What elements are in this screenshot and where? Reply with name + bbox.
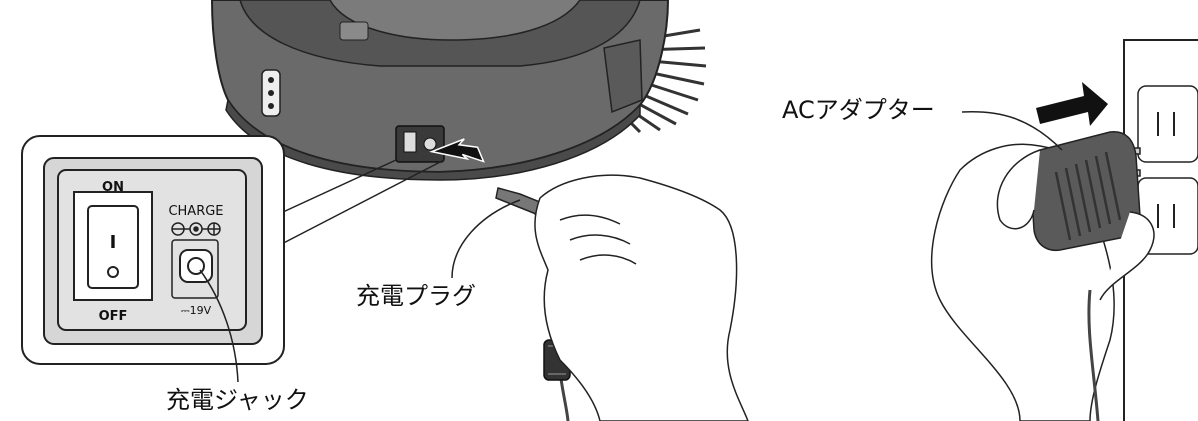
hand-with-plug xyxy=(496,175,748,421)
insert-arrow-icon xyxy=(1036,82,1108,126)
hand-with-adapter xyxy=(932,132,1154,421)
ac-adapter-label: ACアダプター xyxy=(782,98,935,122)
charge-plug-label: 充電プラグ xyxy=(356,284,476,308)
switch-on-label: ON xyxy=(102,180,124,195)
charge-jack-label: 充電ジャック xyxy=(166,388,309,412)
charge-jack-port xyxy=(172,240,218,298)
charge-label: CHARGE xyxy=(168,204,223,219)
switch-mark-label: I xyxy=(110,232,117,253)
magnified-switch-panel xyxy=(22,136,284,364)
robot-cleaner xyxy=(212,0,706,180)
voltage-label: ⎓19V xyxy=(181,304,212,317)
switch-off-label: OFF xyxy=(99,309,128,324)
charge-plug-leader xyxy=(452,200,520,278)
